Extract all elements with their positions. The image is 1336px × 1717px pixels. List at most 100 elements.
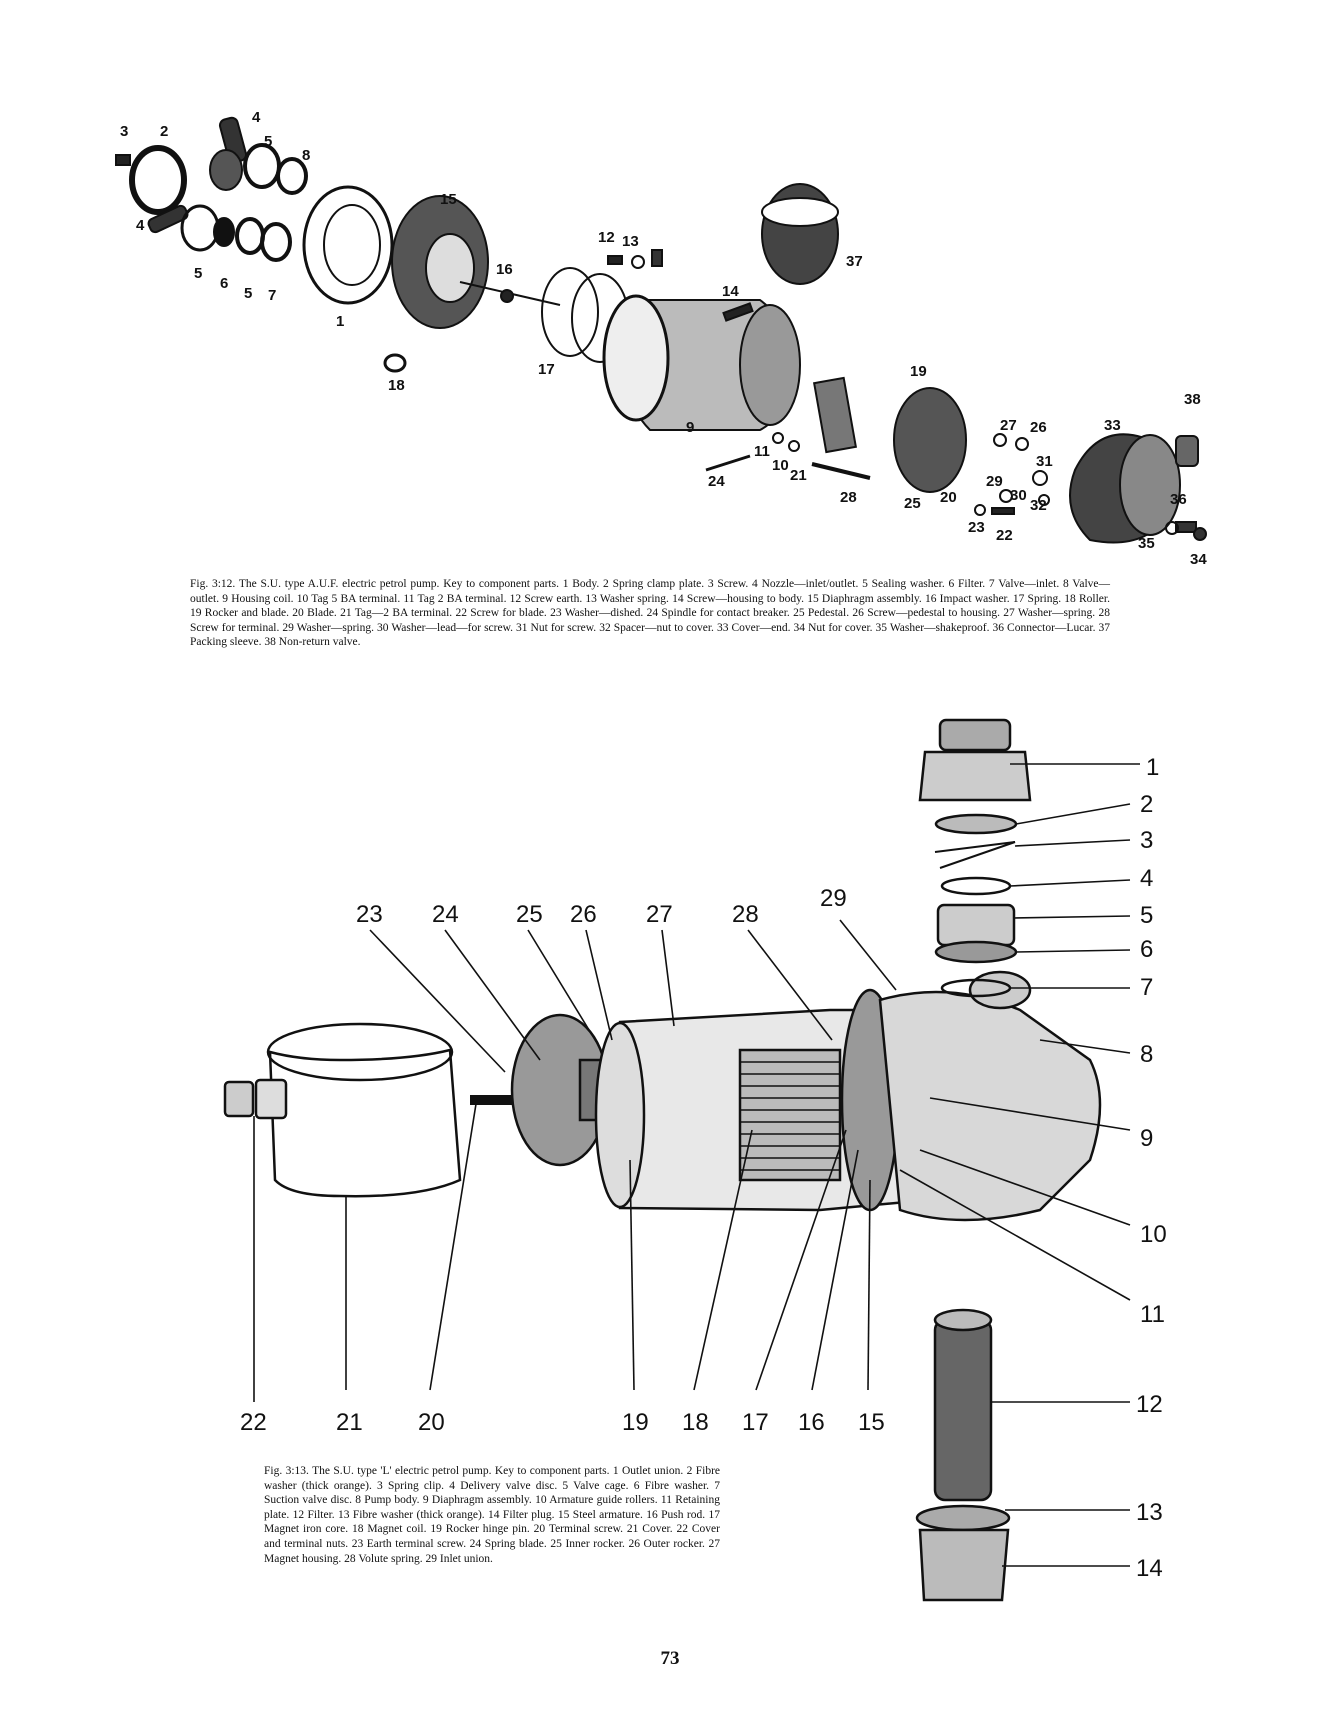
callout-14: 14: [722, 283, 739, 300]
part-36-connector: [1175, 521, 1197, 533]
part-4-nozzle-lower: [147, 204, 189, 234]
callout-r13: 13: [1136, 1499, 1163, 1526]
callout-17: 17: [538, 361, 555, 378]
callout-35: 35: [1138, 535, 1155, 552]
callout-5c: 5: [244, 285, 252, 302]
part-17-spring: [541, 267, 599, 357]
callout-33: 33: [1104, 417, 1121, 434]
callout-37: 37: [846, 253, 863, 270]
callout-4b: 4: [136, 217, 145, 234]
callout-t26: 26: [570, 901, 597, 928]
part-21-cover: [268, 1048, 462, 1198]
callout-20: 20: [940, 489, 957, 506]
figure-3-13-caption: Fig. 3:13. The S.U. type 'L' electric pe…: [264, 1465, 720, 1565]
callout-6: 6: [220, 275, 228, 292]
part-3-spring-clip: [934, 841, 1016, 869]
page-number: 73: [660, 1648, 680, 1669]
callout-34: 34: [1190, 551, 1207, 568]
callout-1: 1: [336, 313, 344, 330]
callout-16: 16: [496, 261, 513, 278]
callout-r1: 1: [1146, 754, 1159, 781]
part-27-washer: [993, 433, 1007, 447]
part-outlet-valve-body: [209, 149, 243, 191]
callout-4: 4: [252, 109, 261, 126]
callout-19: 19: [910, 363, 927, 380]
part-inlet-body: [180, 204, 220, 252]
part-28-screw-terminal: [811, 462, 871, 480]
callout-t25: 25: [516, 901, 543, 928]
callout-3: 3: [120, 123, 128, 140]
callout-r14: 14: [1136, 1555, 1163, 1582]
part-21-tag: [788, 440, 800, 452]
callout-r2: 2: [1140, 791, 1153, 818]
part-6-filter: [213, 217, 235, 247]
part-13-washer-spring: [631, 255, 645, 269]
part-26-screw: [1015, 437, 1029, 451]
figure-3-12-exploded-diagram: 3 2 4 5 8 15 4 5 6 5 7 1 12 13 16 37 14 …: [115, 109, 1207, 568]
callout-29: 29: [986, 473, 1003, 490]
part-13-fibre-washer: [915, 1504, 1011, 1532]
callout-9: 9: [686, 419, 694, 436]
callout-21: 21: [790, 467, 807, 484]
callout-t29: 29: [820, 885, 847, 912]
callout-24: 24: [708, 473, 725, 490]
part-18-magnet-coil: [738, 1048, 842, 1182]
part-22-nut: [223, 1080, 255, 1118]
callout-31: 31: [1036, 453, 1053, 470]
part-27-magnet-housing: [618, 1008, 952, 1212]
callout-r8: 8: [1140, 1041, 1153, 1068]
callout-b16: 16: [798, 1409, 825, 1436]
callout-12: 12: [598, 229, 615, 246]
part-23-washer: [974, 504, 986, 516]
part-16-impact-washer: [500, 289, 514, 303]
callout-23: 23: [968, 519, 985, 536]
part-12-filter: [933, 1318, 993, 1502]
callout-11: 11: [754, 443, 770, 460]
callout-r6: 6: [1140, 936, 1153, 963]
callout-25: 25: [904, 495, 921, 512]
callout-b15: 15: [858, 1409, 885, 1436]
part-10-tag: [772, 432, 784, 444]
part-19-rocker-blade: [812, 376, 858, 454]
callout-36: 36: [1170, 491, 1187, 508]
callout-t23: 23: [356, 901, 383, 928]
part-6-fibre-washer: [934, 940, 1018, 964]
part-2-clamp-plate: [129, 145, 187, 215]
part-25-pedestal: [893, 387, 967, 493]
callout-t27: 27: [646, 901, 673, 928]
callout-r5: 5: [1140, 902, 1153, 929]
callout-b21: 21: [336, 1409, 363, 1436]
part-12-screw-earth: [607, 255, 623, 265]
callout-r11: 11: [1140, 1301, 1165, 1328]
part-24-spindle: [705, 454, 751, 472]
callout-b19: 19: [622, 1409, 649, 1436]
part-38-non-return-valve: [1175, 435, 1199, 467]
part-contact-breaker: [510, 1013, 610, 1167]
part-1-outlet-union: [938, 718, 1012, 752]
callout-b22: 22: [240, 1409, 267, 1436]
part-8-valve-outlet: [276, 157, 308, 195]
callout-15: 15: [440, 191, 457, 208]
callout-13: 13: [622, 233, 639, 250]
callout-22: 22: [996, 527, 1013, 544]
callout-5b: 5: [194, 265, 202, 282]
callout-r12: 12: [1136, 1391, 1163, 1418]
callout-r7: 7: [1140, 974, 1153, 1001]
part-5-sealing-washer: [243, 143, 281, 189]
part-8-pump-body: [878, 990, 1102, 1222]
callout-r9: 9: [1140, 1125, 1153, 1152]
figure-3-12-caption: Fig. 3:12. The S.U. type A.U.F. electric…: [190, 578, 1110, 649]
callout-r3: 3: [1140, 827, 1153, 854]
callout-18: 18: [388, 377, 405, 394]
part-31-nut: [1032, 470, 1048, 486]
part-30-washer: [999, 489, 1013, 503]
part-7-suction-valve-disc: [940, 978, 1012, 998]
part-5-valve-cage: [936, 903, 1016, 947]
part-15-steel-armature: [840, 988, 900, 1212]
callout-2: 2: [160, 123, 168, 140]
part-18-roller: [383, 353, 407, 373]
part-1-body: [302, 185, 394, 305]
callout-8: 8: [302, 147, 310, 164]
part-32-spacer: [1038, 494, 1050, 506]
callout-7: 7: [268, 287, 276, 304]
